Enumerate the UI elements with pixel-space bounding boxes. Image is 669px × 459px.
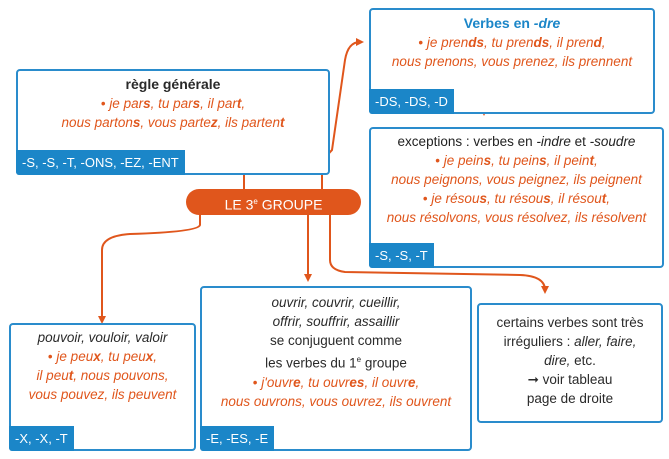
ouvrir-rule-1: se conjuguent comme [269, 333, 403, 348]
ouvrir-endings-tag: -E, -ES, -E [200, 426, 275, 451]
irregular-box: certains verbes sont très irréguliers : … [477, 303, 663, 423]
dre-verbs-title: Verbes en -dre [463, 15, 561, 31]
pouvoir-box: pouvoir, vouloir, valoir • je peux, tu p… [9, 323, 196, 451]
ouvrir-rule-2: les verbes du 1e groupe [265, 355, 407, 371]
ouvrir-verbs-2: offrir, souffrir, assaillir [272, 314, 400, 329]
ouvrir-example-2: nous ouvrons, vous ouvrez, ils ouvrent [220, 393, 452, 409]
irregular-line-2: irréguliers : aller, faire, [503, 334, 637, 349]
exceptions-endings-tag: -S, -S, -T [369, 243, 434, 268]
pouvoir-example-2: il peut, nous pouvons, [36, 368, 169, 383]
exceptions-example-3: • je résous, tu résous, il résout, [422, 191, 611, 206]
irregular-line-1: certains verbes sont très [496, 315, 644, 330]
dre-example-1: • je prends, tu prends, il prend, [418, 35, 606, 50]
general-rule-endings-tag: -S, -S, -T, -ONS, -EZ, -ENT [16, 150, 185, 175]
general-rule-title: règle générale [125, 76, 221, 92]
dre-verbs-box: Verbes en -dre • je prends, tu prends, i… [369, 8, 655, 114]
irregular-line-4: ➞ voir tableau [527, 372, 613, 387]
dre-endings-tag: -DS, -DS, -D [369, 89, 454, 114]
pouvoir-example-1: • je peux, tu peux, [47, 349, 158, 364]
ouvrir-example-1: • j'ouvre, tu ouvres, il ouvre, [252, 374, 420, 390]
exceptions-heading: exceptions : verbes en -indre et -soudre [397, 134, 636, 149]
dre-example-2: nous prenons, vous prenez, ils prennent [391, 54, 633, 69]
pouvoir-example-3: vous pouvez, ils peuvent [28, 387, 177, 402]
exceptions-example-1: • je peins, tu peins, il peint, [435, 153, 598, 168]
ouvrir-verbs-1: ouvrir, couvrir, cueillir, [271, 295, 401, 310]
general-rule-example-1: • je pars, tu pars, il part, [100, 96, 246, 111]
irregular-line-3: dire, etc. [544, 353, 596, 368]
pouvoir-endings-tag: -X, -X, -T [9, 426, 74, 451]
exceptions-example-2: nous peignons, vous peignez, ils peignen… [391, 172, 642, 187]
general-rule-example-2: nous partons, vous partez, ils partent [61, 115, 285, 130]
exceptions-box: exceptions : verbes en -indre et -soudre… [369, 127, 664, 268]
pouvoir-verbs: pouvoir, vouloir, valoir [37, 330, 168, 345]
center-group-label: LE 3e GROUPE [186, 189, 361, 215]
ouvrir-box: ouvrir, couvrir, cueillir, offrir, souff… [200, 286, 472, 451]
general-rule-box: règle générale • je pars, tu pars, il pa… [16, 69, 330, 175]
irregular-line-5: page de droite [526, 391, 614, 406]
exceptions-example-4: nous résolvons, vous résolvez, ils résol… [386, 210, 647, 225]
